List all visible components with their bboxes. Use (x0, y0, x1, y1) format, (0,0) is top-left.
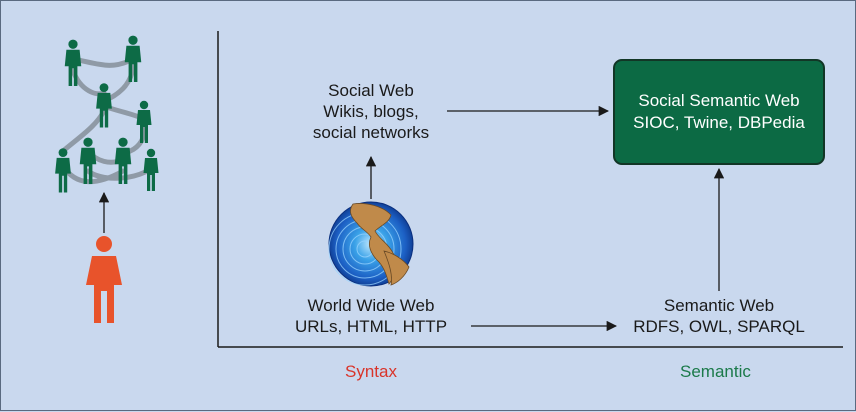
semantic-web-title: Semantic Web (663, 296, 775, 315)
social-semantic-web-box: Social Semantic Web SIOC, Twine, DBPedia (613, 59, 825, 165)
semantic-web-examples: RDFS, OWL, SPARQL (633, 317, 805, 336)
social-semantic-web-examples: SIOC, Twine, DBPedia (633, 113, 805, 132)
social-web-title: Social Web (328, 81, 414, 100)
www-title: World Wide Web (307, 296, 435, 315)
people-network-icon (55, 35, 159, 193)
semantic-web-node: Semantic Web RDFS, OWL, SPARQL (624, 295, 814, 337)
axes (217, 31, 843, 348)
social-web-node: Social Web Wikis, blogs, social networks (291, 80, 451, 143)
globe-icon (328, 201, 414, 287)
www-node: World Wide Web URLs, HTML, HTTP (286, 295, 456, 337)
person-icon (86, 236, 122, 323)
connections (365, 105, 725, 332)
x-axis-label-syntax: Syntax (345, 362, 397, 381)
www-examples: URLs, HTML, HTTP (294, 317, 448, 336)
social-semantic-web-title: Social Semantic Web (638, 91, 800, 110)
social-web-examples-line1: Wikis, blogs, (323, 102, 419, 121)
social-web-examples-line2: social networks (312, 123, 430, 142)
x-axis-label-semantic: Semantic (680, 362, 751, 381)
